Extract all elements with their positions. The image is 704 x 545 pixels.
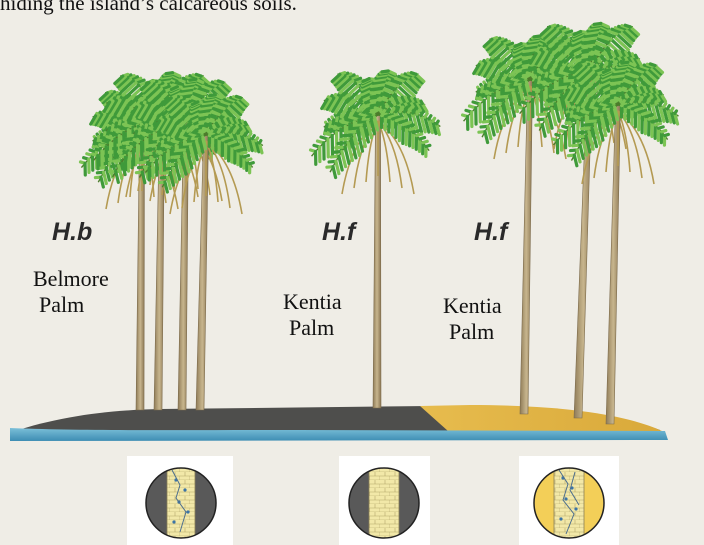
species-code-kentia-right: H.f	[474, 218, 507, 247]
label-kentia-palm-right: Kentia Palm	[443, 293, 502, 345]
label-line: Belmore	[33, 266, 109, 292]
label-line: Palm	[33, 292, 109, 318]
label-line: Kentia	[283, 289, 342, 315]
label-kentia-palm-center: Kentia Palm	[283, 289, 342, 341]
label-line: Palm	[283, 315, 342, 341]
label-line: Palm	[443, 319, 502, 345]
dark-soil-root-section-icon	[127, 456, 233, 545]
label-line: Kentia	[443, 293, 502, 319]
species-code-kentia-center: H.f	[322, 218, 355, 247]
sand-soil-root-section-icon	[519, 456, 619, 545]
belmore-palm-cluster	[81, 72, 263, 410]
label-belmore-palm: Belmore Palm	[33, 266, 109, 318]
species-code-belmore: H.b	[52, 218, 92, 247]
dark-soil-plain-root-section-icon	[339, 456, 430, 545]
island-ground	[10, 405, 668, 441]
